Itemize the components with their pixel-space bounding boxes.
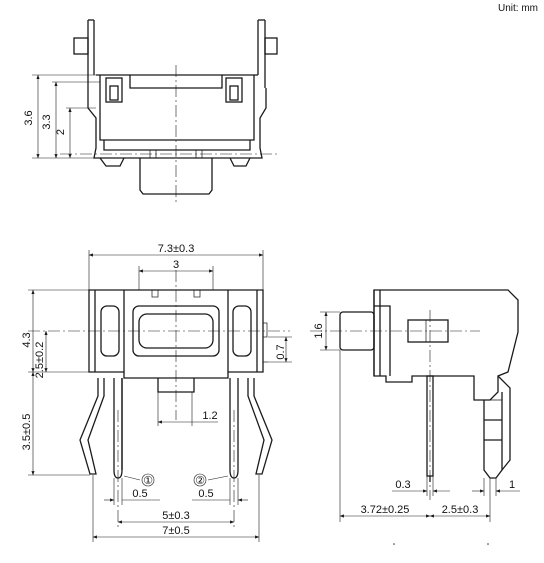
dim-3-6: 3.6 [23,110,35,125]
dim-pin-width-left: 0.5 [132,488,147,500]
dim-gap: 1.2 [202,410,217,422]
dim-offset: 0.7 [275,344,287,359]
front-view: 7.3±0.3 3 4.3 [21,243,292,542]
dim-tab: 1 [509,479,515,491]
top-view: 3.6 3.3 2 [23,19,280,205]
dim-height-body: 4.3 [21,332,33,347]
dim-depth-right: 2.5±0.3 [442,504,479,516]
side-view: 1.6 0.3 1 3.72±0.25 2.5±0.3 [310,289,520,545]
dim-pin-width-right: 0.5 [198,488,213,500]
pin-1-label: ① [143,474,153,487]
dim-pitch-outer: 7±0.5 [162,525,189,537]
dim-3-3: 3.3 [41,114,53,129]
pin-2-label: ② [195,474,205,487]
dim-width-inner: 3 [173,259,179,271]
dim-height-leads: 3.5±0.5 [21,414,33,451]
dim-button-height: 1.6 [313,323,325,338]
dim-pitch-inner: 5±0.3 [162,510,189,522]
unit-label: Unit: mm [498,3,538,14]
dim-2: 2 [55,129,67,135]
dim-lead-thickness: 0.3 [395,479,410,491]
dim-depth-left: 3.72±0.25 [361,504,410,516]
dim-height-center: 2.5±0.2 [34,342,46,379]
dim-width-outer: 7.3±0.3 [158,243,195,255]
